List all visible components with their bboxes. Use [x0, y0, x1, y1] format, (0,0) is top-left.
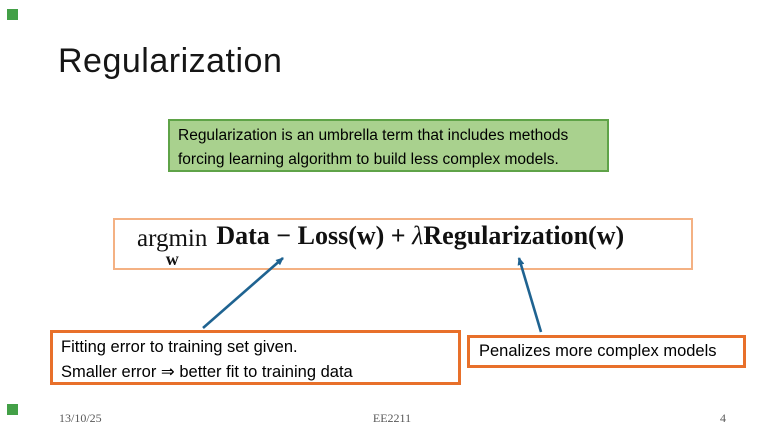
corner-marker-top-left: [7, 9, 18, 20]
footer-date: 13/10/25: [59, 411, 102, 425]
callout-fitting-error: Fitting error to training set given. Sma…: [50, 330, 461, 385]
corner-marker-bottom-left: [7, 404, 18, 415]
argmin-operator: argmin: [137, 225, 208, 252]
definition-line-2: forcing learning algorithm to build less…: [178, 151, 559, 168]
formula-expression: Data − Loss(w) + λRegularization(w): [216, 221, 625, 250]
formula-box: argmin w Data − Loss(w) + λRegularizatio…: [113, 218, 693, 270]
callout-fitting-line-1: Fitting error to training set given.: [61, 338, 298, 356]
definition-box: Regularization is an umbrella term that …: [168, 119, 609, 172]
callout-penalizes: Penalizes more complex models: [467, 335, 746, 368]
argmin-subscript: w: [165, 249, 179, 269]
page-title: Regularization: [58, 42, 283, 80]
footer-course-code: EE2211: [372, 411, 412, 425]
callout-fitting-line-2: Smaller error ⇒ better fit to training d…: [61, 363, 353, 381]
callout-penalizes-text: Penalizes more complex models: [479, 342, 717, 360]
footer-page-number: 4: [720, 411, 726, 425]
definition-line-1: Regularization is an umbrella term that …: [178, 127, 569, 144]
argmin-operator-block: argmin w: [137, 225, 208, 269]
